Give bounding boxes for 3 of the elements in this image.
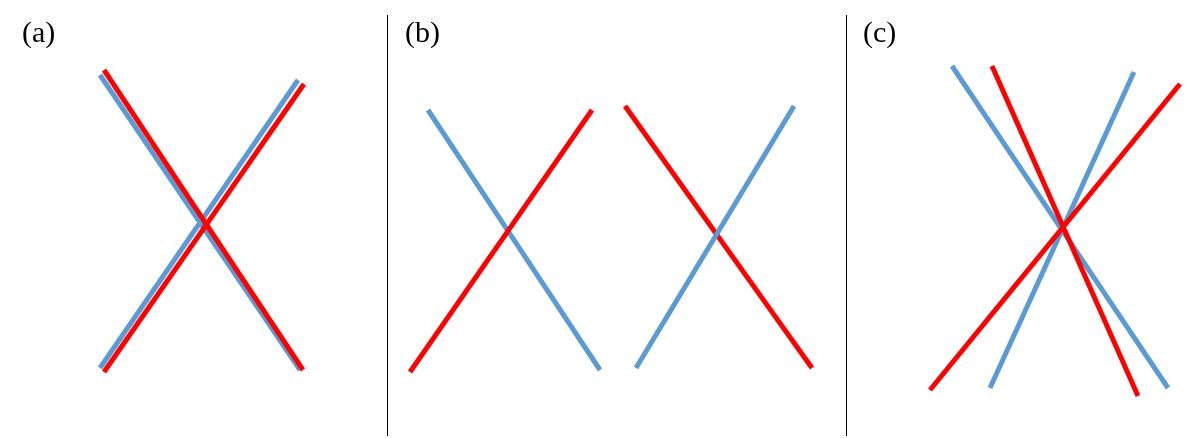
panel-label: (a) (22, 14, 56, 50)
panel-label: (c) (863, 14, 897, 50)
panel-label: (b) (405, 14, 440, 50)
